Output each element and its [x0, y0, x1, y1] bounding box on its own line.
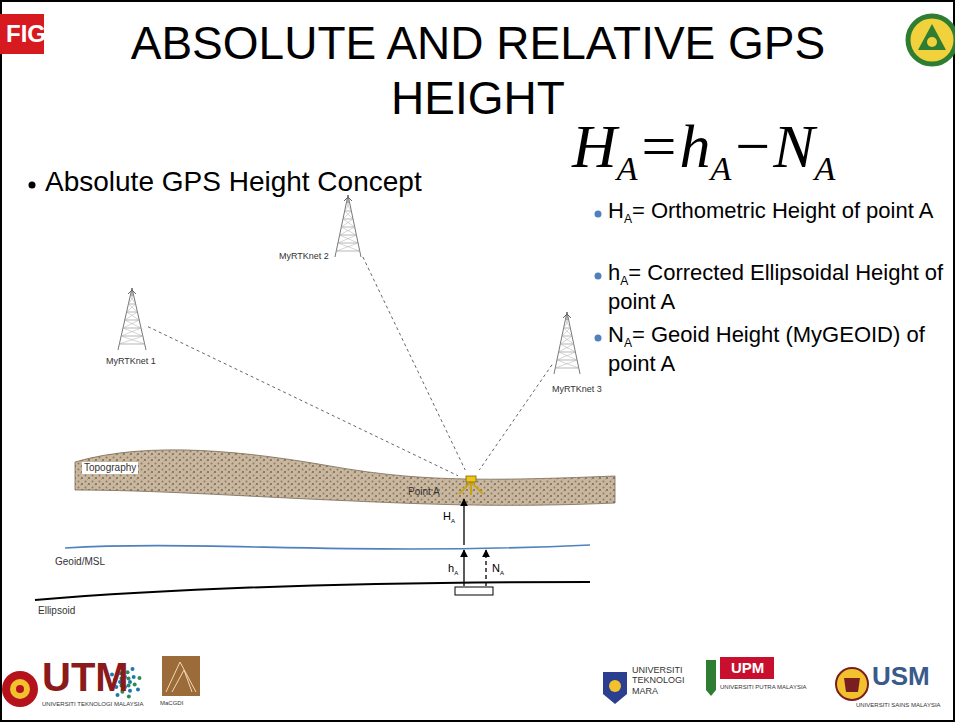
formula: HA=hA−NA — [572, 112, 835, 188]
label-text: USM — [872, 661, 930, 691]
label-text: Topography — [84, 462, 136, 473]
station-label: MyRTKnet 2 — [279, 251, 329, 261]
subscript: A — [451, 518, 455, 524]
logo-caption: UNIVERSITI TEKNOLOGI MARA — [632, 665, 700, 696]
slide-title: ABSOLUTE AND RELATIVE GPS HEIGHT — [88, 16, 868, 126]
tower-symbol — [116, 288, 148, 350]
orthometric-arrow — [463, 499, 464, 545]
label-text: UNIVERSITI TEKNOLOGI MARA — [632, 665, 685, 696]
utm-crest — [2, 671, 38, 707]
bullet — [595, 335, 602, 342]
base-marker — [455, 587, 493, 595]
ellipsoidal-arrow — [463, 550, 464, 586]
surface-label: Ellipsoid — [38, 605, 75, 617]
tower-symbol — [333, 195, 363, 257]
macgdi-logo — [162, 656, 200, 696]
label-text: N — [608, 322, 624, 347]
logo-text: USM — [872, 662, 930, 692]
geoid-height-arrow — [485, 550, 486, 586]
reference-station: MyRTKnet 2 — [333, 195, 363, 257]
station-label: MyRTKnet 3 — [552, 384, 602, 394]
label-text: UNIVERSITI TEKNOLOGI MALAYSIA — [42, 701, 143, 707]
survey-point: Point A — [458, 470, 484, 494]
geoid-line — [65, 545, 590, 549]
upm-logo — [720, 657, 774, 679]
label-text: Absolute GPS Height Concept — [45, 166, 422, 197]
tower-symbol — [552, 312, 582, 374]
label-text: H — [572, 112, 617, 180]
height-symbol: HA — [443, 510, 455, 525]
label-text: = Geoid Height (MyGEOID) of point A — [608, 322, 925, 376]
surface-label: Geoid/MSL — [55, 556, 105, 568]
usm-crest — [836, 668, 868, 700]
label-text: FIG — [6, 20, 46, 47]
logo-text: UTM — [42, 654, 129, 700]
label-text: h — [608, 260, 620, 285]
label-text: MaCGDI — [160, 700, 183, 706]
definition: hA= Corrected Ellipsoidal Height of poin… — [608, 260, 950, 315]
logo-caption: MaCGDI — [160, 700, 183, 707]
reference-station: MyRTKnet 1 — [116, 288, 148, 350]
label-text: = Orthometric Height of point A — [632, 198, 933, 223]
jupem-emblem — [908, 16, 955, 64]
uitm-crest — [603, 672, 627, 704]
signal-line — [148, 327, 458, 476]
subscript: A — [710, 150, 731, 187]
label-text: N — [773, 112, 814, 180]
label-text: H — [443, 510, 451, 522]
label-text: UNIVERSITI SAINS MALAYSIA — [856, 702, 941, 708]
subscript: A — [624, 336, 632, 350]
label-text: h — [679, 112, 710, 180]
station-label: MyRTKnet 1 — [106, 356, 156, 366]
label-text: UNIVERSITI PUTRA MALAYSIA — [720, 684, 807, 690]
surface-label: Topography — [82, 462, 138, 474]
bullet — [29, 182, 36, 189]
label-text: Ellipsoid — [38, 605, 75, 616]
ellipsoid-line — [35, 582, 590, 600]
subscript: A — [500, 570, 504, 576]
subscript: A — [617, 150, 638, 187]
reference-station: MyRTKnet 3 — [552, 312, 582, 374]
bullet-text: Absolute GPS Height Concept — [45, 166, 585, 198]
point-label: Point A — [408, 486, 440, 497]
signal-line — [363, 257, 465, 470]
topography-band — [75, 450, 615, 505]
signal-line — [479, 365, 552, 470]
definition: HA= Orthometric Height of point A — [608, 198, 950, 227]
label-text: = — [638, 112, 680, 180]
subscript: A — [814, 150, 835, 187]
subscript: A — [624, 212, 632, 226]
label-text: UPM — [731, 659, 764, 676]
height-symbol: hA — [448, 562, 458, 577]
tripod — [459, 476, 483, 495]
height-symbol: NA — [492, 562, 504, 577]
bullet — [595, 273, 602, 280]
label-text: − — [731, 112, 773, 180]
subscript: A — [620, 274, 628, 288]
logo-caption: UNIVERSITI SAINS MALAYSIA — [856, 702, 951, 709]
definition: NA= Geoid Height (MyGEOID) of point A — [608, 322, 950, 377]
label-text: h — [448, 562, 454, 574]
label-text: H — [608, 198, 624, 223]
bullet — [595, 211, 602, 218]
label-text: UTM — [42, 655, 129, 699]
upm-crest — [706, 660, 716, 696]
label-text: Geoid/MSL — [55, 556, 105, 567]
label-text: = Corrected Ellipsoidal Height of point … — [608, 260, 943, 314]
fig-logo-text: FIG — [6, 20, 46, 48]
logo-caption: UNIVERSITI PUTRA MALAYSIA — [720, 684, 810, 691]
logo-caption: UNIVERSITI TEKNOLOGI MALAYSIA — [42, 701, 172, 708]
logo-text: UPM — [731, 659, 764, 676]
label-text: N — [492, 562, 500, 574]
subscript: A — [454, 570, 458, 576]
